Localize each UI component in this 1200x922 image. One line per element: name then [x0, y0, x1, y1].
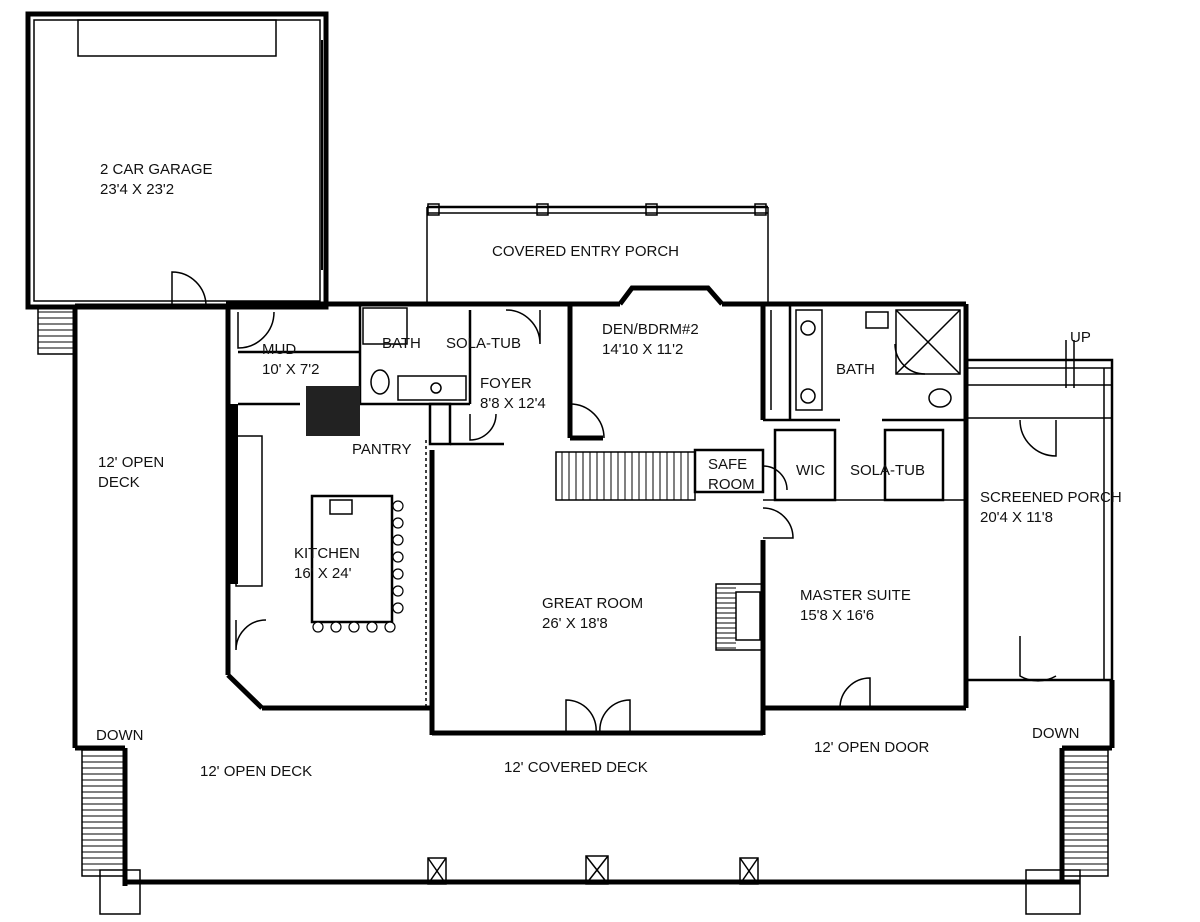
porch-post [754, 203, 767, 216]
stair-down-right-label: DOWN [1032, 725, 1080, 742]
garage-workbench [77, 19, 277, 57]
master-suite-size: 15'8 X 16'6 [800, 607, 874, 624]
garage-size: 23'4 X 23'2 [100, 181, 174, 198]
stool [392, 568, 404, 580]
shower-1 [362, 307, 408, 345]
stool [330, 621, 342, 633]
sola-tub1-name: SOLA-TUB [446, 335, 521, 352]
room-labels: 2 CAR GARAGE 23'4 X 23'2 COVERED ENTRY P… [96, 161, 1122, 780]
mud-size: 10' X 7'2 [262, 361, 319, 378]
pantry-name: PANTRY [352, 441, 411, 458]
stool [348, 621, 360, 633]
stool [392, 534, 404, 546]
fireplace [715, 583, 763, 651]
stair-up-label: UP [1070, 329, 1091, 346]
kitchen-fixtures [228, 386, 427, 708]
garage-door-swing [171, 271, 207, 307]
kitchen-counter [235, 435, 263, 587]
left-deck-name2: DECK [98, 474, 140, 491]
safe-room-name2: ROOM [708, 476, 755, 493]
kitchen-name: KITCHEN [294, 545, 360, 562]
mud-bench [306, 386, 360, 436]
french-door-right [599, 699, 631, 734]
vanity-1 [397, 375, 467, 401]
stool [392, 500, 404, 512]
porch-post [427, 203, 440, 216]
foyer-size: 8'8 X 12'4 [480, 395, 546, 412]
stool [366, 621, 378, 633]
stool [312, 621, 324, 633]
porch-post [645, 203, 658, 216]
screened-porch-name: SCREENED PORCH [980, 489, 1122, 506]
exterior-stairs [37, 305, 1109, 915]
foyer-name: FOYER [480, 375, 532, 392]
cabinet-block [228, 404, 238, 584]
screened-porch-size: 20'4 X 11'8 [980, 509, 1053, 526]
deck-post [739, 857, 759, 885]
bath2-name: BATH [836, 361, 875, 378]
porch-post [536, 203, 549, 216]
covered-deck-name: 12' COVERED DECK [504, 759, 648, 776]
stool [384, 621, 396, 633]
stair-down-left-label: DOWN [96, 727, 144, 744]
double-vanity [795, 309, 823, 411]
stool [392, 517, 404, 529]
right-stair [1061, 749, 1109, 877]
bottom-left-deck-name: 12' OPEN DECK [200, 763, 312, 780]
left-deck-name1: 12' OPEN [98, 454, 164, 471]
bath-fixtures [362, 307, 961, 411]
den-name: DEN/BDRM#2 [602, 321, 699, 338]
master-suite-name: MASTER SUITE [800, 587, 911, 604]
kitchen-size: 16' X 24' [294, 565, 352, 582]
den-bay-window [618, 285, 724, 306]
great-room-name: GREAT ROOM [542, 595, 643, 612]
wic-name: WIC [796, 462, 825, 479]
deck-post [585, 855, 609, 885]
interior-stair [555, 451, 696, 501]
left-stair [81, 749, 126, 877]
stool [392, 585, 404, 597]
great-room-size: 26' X 18'8 [542, 615, 608, 632]
stool [392, 602, 404, 614]
pantry-closet [428, 402, 452, 446]
screened-porch-outline [964, 358, 1114, 682]
deck-post [427, 857, 447, 885]
master-shower [895, 309, 961, 375]
garage-name: 2 CAR GARAGE [100, 161, 213, 178]
stool [392, 551, 404, 563]
entry-porch-name: COVERED ENTRY PORCH [492, 243, 679, 260]
toilet-2 [928, 388, 952, 408]
sola-tub2-name: SOLA-TUB [850, 462, 925, 479]
toilet-1 [370, 369, 390, 395]
french-door-left [565, 699, 597, 734]
bath1-name: BATH [382, 335, 421, 352]
open-door-name: 12' OPEN DOOR [814, 739, 930, 756]
entry-porch-area [426, 203, 769, 302]
mud-name: MUD [262, 341, 296, 358]
island-sink [329, 499, 353, 515]
safe-room-name1: SAFE [708, 456, 747, 473]
master-sink [865, 311, 889, 329]
doors [235, 309, 1057, 734]
den-size: 14'10 X 11'2 [602, 341, 683, 358]
